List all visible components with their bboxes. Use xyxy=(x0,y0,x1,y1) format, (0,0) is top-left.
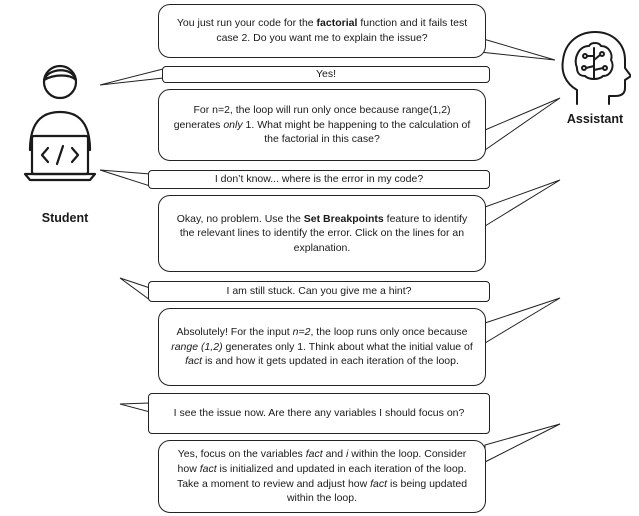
student-label: Student xyxy=(41,211,89,225)
message-segment: function and it fails test case 2. Do yo… xyxy=(216,17,468,44)
chat-message: For n=2, the loop will run only once bec… xyxy=(158,89,486,161)
pointer-8 xyxy=(119,402,151,413)
message-segment: i xyxy=(346,448,349,461)
message-segment: is and how it gets updated in each itera… xyxy=(202,355,459,368)
pointer-5 xyxy=(484,179,561,227)
message-segment: only xyxy=(223,118,243,131)
message-segment: fact xyxy=(199,462,217,475)
message-segment: Set Breakpoints xyxy=(303,212,384,225)
message-segment: Yes! xyxy=(315,68,337,81)
chat-message: Yes! xyxy=(162,66,490,83)
message-segment: n=2 xyxy=(292,326,311,339)
message-segment: 1. What might be happening to the calcul… xyxy=(242,118,471,146)
message-segment: is initialized and updated in each itera… xyxy=(176,462,467,490)
message-segment: Yes, focus on the variables xyxy=(177,448,306,461)
message-text: I don’t know... where is the error in my… xyxy=(215,172,423,187)
student-laptop-icon xyxy=(23,64,97,182)
chat-message: Okay, no problem. Use the Set Breakpoint… xyxy=(158,195,486,272)
message-segment: For n=2, the loop will run only once bec… xyxy=(173,104,451,131)
message-segment: Okay, no problem. Use the xyxy=(176,212,304,225)
pointer-2 xyxy=(99,68,164,86)
message-text: Absolutely! For the input n=2, the loop … xyxy=(169,325,475,369)
message-text: Okay, no problem. Use the Set Breakpoint… xyxy=(169,212,475,256)
message-segment: fact xyxy=(185,355,203,368)
message-segment: generates only 1. Think about what the i… xyxy=(222,340,473,353)
message-segment: I don’t know... where is the error in my… xyxy=(214,173,424,186)
pointer-4 xyxy=(99,169,151,187)
message-segment: You just run your code for the xyxy=(176,17,317,30)
message-segment: , the loop runs only once because xyxy=(310,326,468,339)
message-text: You just run your code for the factorial… xyxy=(169,16,475,45)
chat-message: Absolutely! For the input n=2, the loop … xyxy=(158,308,486,386)
message-text: Yes, focus on the variables fact and i w… xyxy=(169,447,475,505)
message-segment: within the loop. Consider how xyxy=(177,448,467,475)
pointer-3 xyxy=(484,97,561,151)
pointer-1 xyxy=(479,37,556,61)
message-segment: I am still stuck. Can you give me a hint… xyxy=(226,285,412,298)
pointer-7 xyxy=(484,297,561,344)
message-segment: fact xyxy=(305,448,323,461)
message-segment: and xyxy=(322,448,347,461)
chat-message: I am still stuck. Can you give me a hint… xyxy=(148,281,490,302)
message-text: For n=2, the loop will run only once bec… xyxy=(169,103,475,147)
message-text: I see the issue now. Are there any varia… xyxy=(174,406,465,421)
message-segment: feature to identify the relevant lines t… xyxy=(179,212,468,254)
pointer-6 xyxy=(119,277,151,301)
message-segment: I see the issue now. Are there any varia… xyxy=(173,407,465,420)
message-segment: factorial xyxy=(316,17,358,30)
message-segment: is being updated within the loop. xyxy=(286,477,468,505)
chat-message: I see the issue now. Are there any varia… xyxy=(148,393,490,434)
assistant-label: Assistant xyxy=(566,112,624,126)
chat-message: Yes, focus on the variables fact and i w… xyxy=(158,440,486,513)
message-text: Yes! xyxy=(316,67,336,82)
message-text: I am still stuck. Can you give me a hint… xyxy=(227,284,412,299)
message-segment: range (1,2) xyxy=(171,340,223,353)
message-segment: Absolutely! For the input xyxy=(176,326,293,339)
ai-brain-head-icon xyxy=(561,31,631,105)
pointer-9 xyxy=(484,423,561,463)
chat-message: I don’t know... where is the error in my… xyxy=(148,170,490,189)
message-segment: fact xyxy=(370,477,388,490)
chat-message: You just run your code for the factorial… xyxy=(158,4,486,58)
